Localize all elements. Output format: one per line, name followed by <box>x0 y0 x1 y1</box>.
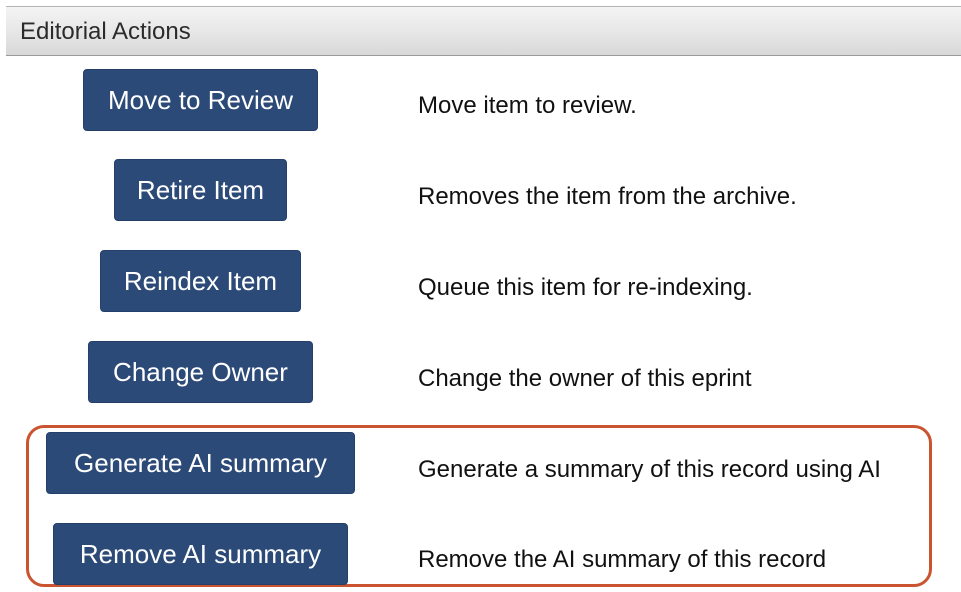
panel-title: Editorial Actions <box>20 18 191 45</box>
generate-ai-summary-button[interactable]: Generate AI summary <box>46 432 355 494</box>
change-owner-description: Change the owner of this eprint <box>418 365 752 392</box>
retire-item-button[interactable]: Retire Item <box>114 159 287 221</box>
remove-ai-summary-button[interactable]: Remove AI summary <box>53 523 348 585</box>
retire-item-description: Removes the item from the archive. <box>418 183 797 210</box>
generate-ai-summary-description: Generate a summary of this record using … <box>418 456 881 483</box>
remove-ai-summary-description: Remove the AI summary of this record <box>418 546 827 573</box>
reindex-item-description: Queue this item for re-indexing. <box>418 274 753 301</box>
move-to-review-button[interactable]: Move to Review <box>83 69 318 131</box>
move-to-review-description: Move item to review. <box>418 92 637 119</box>
change-owner-button[interactable]: Change Owner <box>88 341 313 403</box>
panel-header: Editorial Actions <box>6 6 961 56</box>
editorial-actions-panel: Editorial Actions <box>6 6 961 592</box>
reindex-item-button[interactable]: Reindex Item <box>100 250 301 312</box>
